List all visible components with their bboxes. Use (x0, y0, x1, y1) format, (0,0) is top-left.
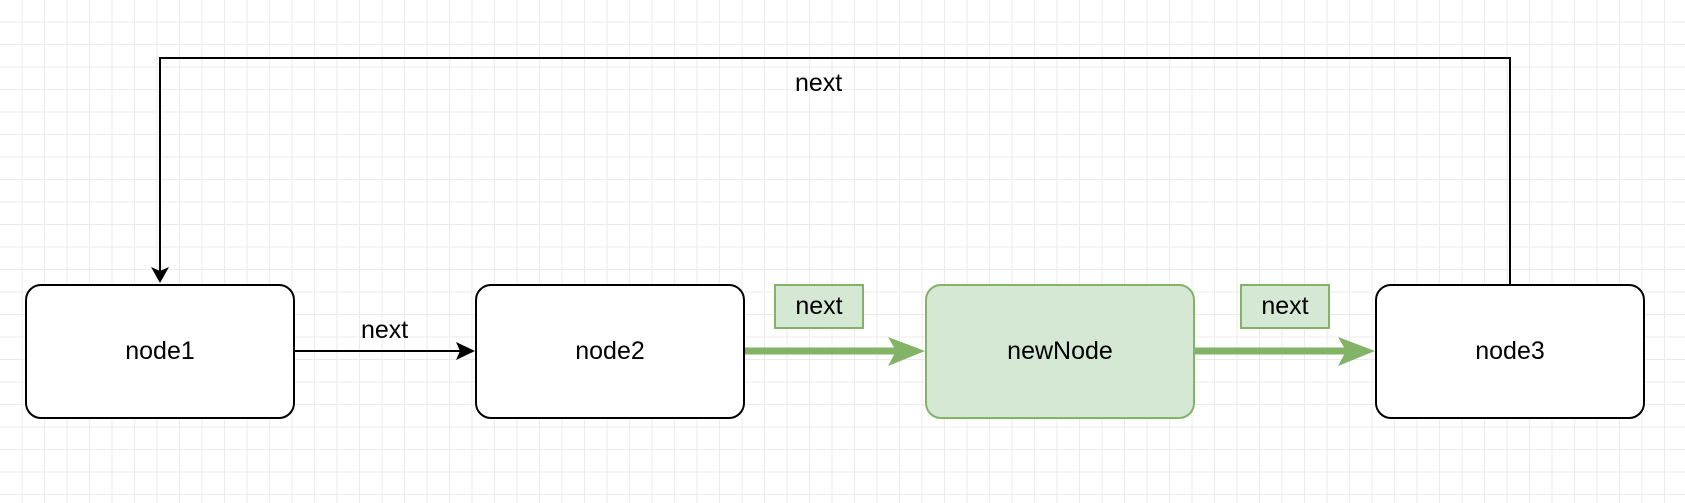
node1-box[interactable]: node1 (25, 284, 295, 419)
edge-node3-to-node1 (159, 57, 1511, 284)
node2-box[interactable]: node2 (475, 284, 745, 419)
node1-label: node1 (125, 337, 195, 365)
edge-node2-to-new-node-arrowhead (888, 337, 925, 366)
edge-label-new-node-to-node3: next (1240, 284, 1330, 329)
node3-label: node3 (1475, 337, 1545, 365)
edge-node3-to-node1-arrowhead (151, 267, 169, 283)
edge-node1-to-node2-arrowhead (456, 342, 475, 360)
edge-label-node3-to-node1: next (795, 69, 843, 97)
edge-label-node2-to-new-node: next (774, 284, 864, 329)
new-node-label: newNode (1007, 337, 1113, 365)
edge-label-node1-to-node2: next (361, 316, 409, 344)
edge-new-node-to-node3-arrowhead (1338, 337, 1375, 366)
new-node-box[interactable]: newNode (925, 284, 1195, 419)
node2-label: node2 (575, 337, 645, 365)
node3-box[interactable]: node3 (1375, 284, 1645, 419)
